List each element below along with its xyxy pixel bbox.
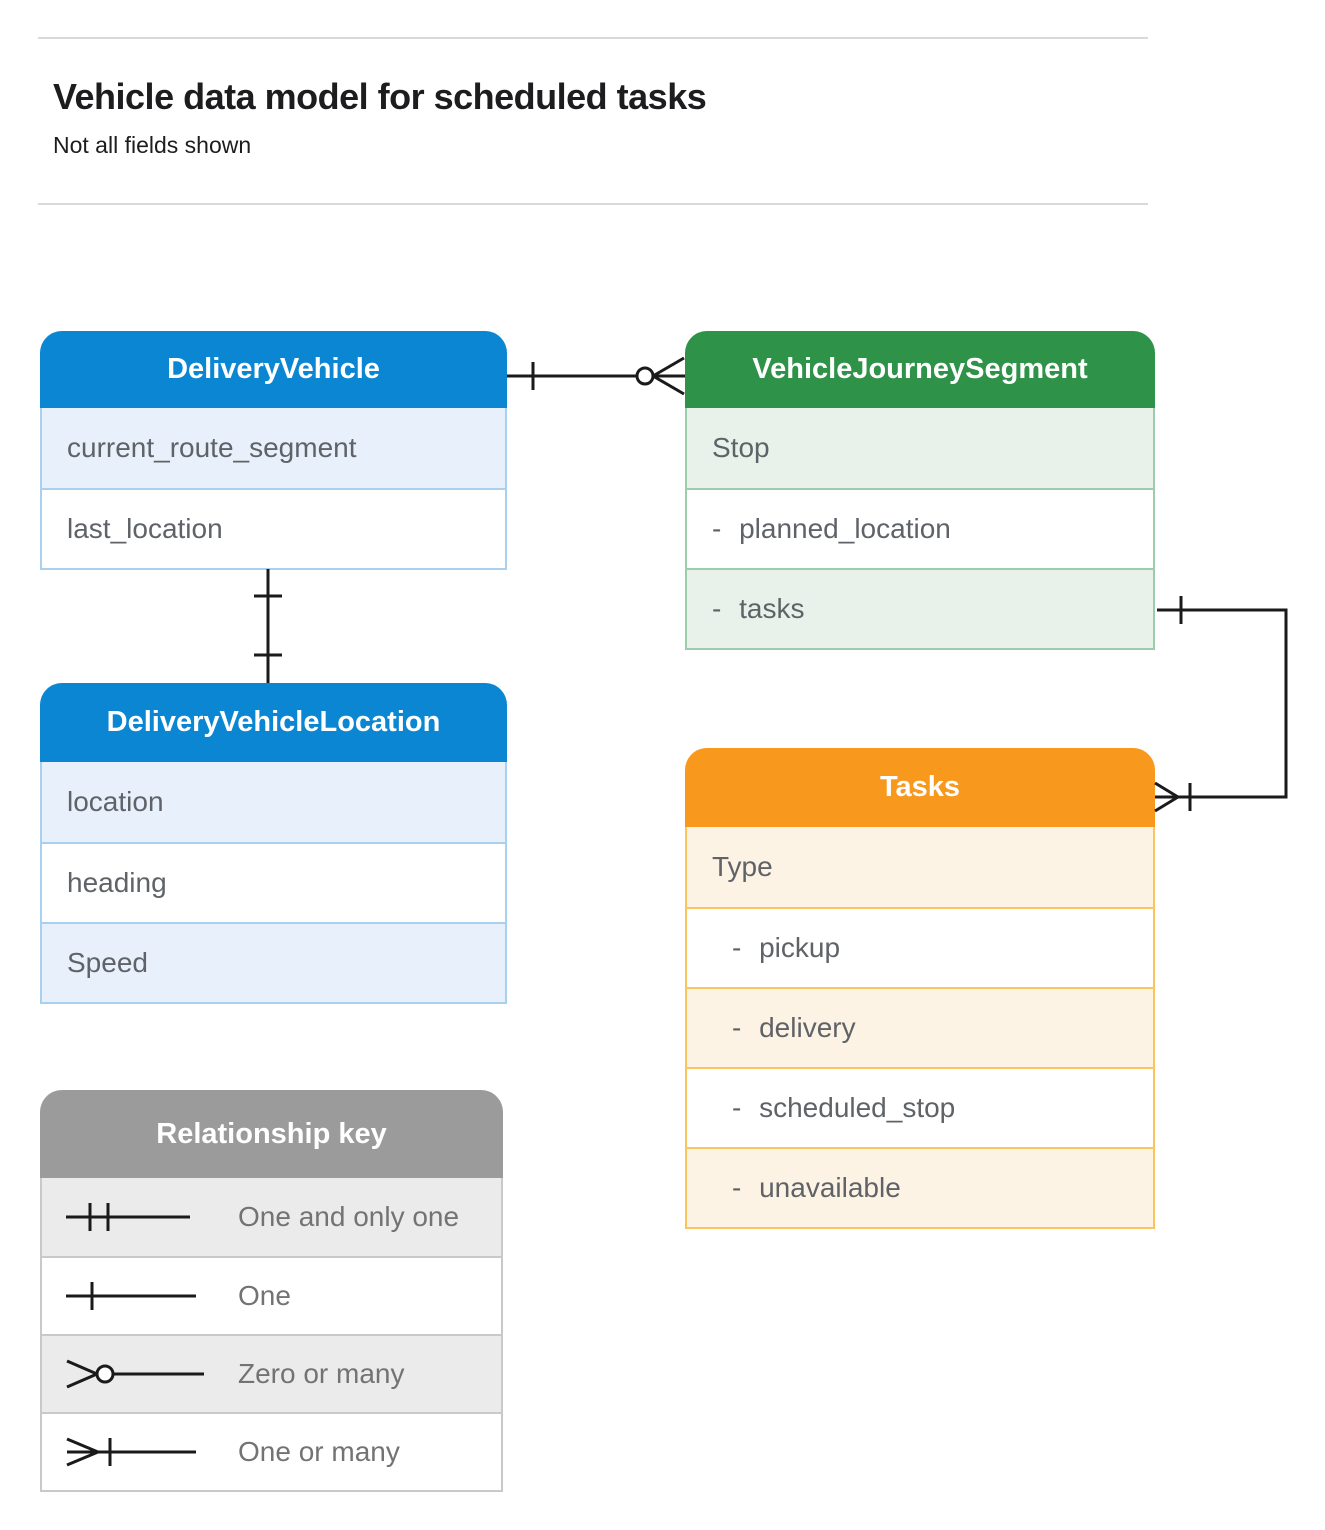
key-row-one-and-only-one: One and only one <box>42 1178 501 1256</box>
key-row-one: One <box>42 1256 501 1334</box>
field-last-location: last_location <box>42 488 505 568</box>
one-and-only-one-icon <box>66 1203 190 1231</box>
one-icon <box>66 1282 196 1310</box>
field-location: location <box>42 762 505 842</box>
page-subtitle: Not all fields shown <box>53 132 252 158</box>
entity-delivery-vehicle-location-body: location heading Speed <box>40 762 507 1004</box>
one-or-many-icon <box>66 1437 196 1467</box>
field-pickup: - pickup <box>687 907 1153 987</box>
entity-delivery-vehicle-location: DeliveryVehicleLocation location heading… <box>40 683 507 1004</box>
relationship-key-header: Relationship key <box>40 1090 503 1178</box>
entity-vehicle-journey-segment-body: Stop - planned_location - tasks <box>685 408 1155 650</box>
key-label: One and only one <box>238 1201 460 1232</box>
entity-delivery-vehicle: DeliveryVehicle current_route_segment la… <box>40 331 507 570</box>
field-tasks: - tasks <box>687 568 1153 648</box>
field-unavailable: - unavailable <box>687 1147 1153 1227</box>
connector-deliveryvehicle-vehiclejourneysegment <box>507 358 685 394</box>
connector-deliveryvehicle-deliveryvehiclelocation <box>254 569 282 683</box>
field-planned-location: - planned_location <box>687 488 1153 568</box>
field-type: Type <box>687 827 1153 907</box>
connector-tasks <box>1155 596 1286 811</box>
entity-delivery-vehicle-header: DeliveryVehicle <box>40 331 507 408</box>
field-stop: Stop <box>687 408 1153 488</box>
relationship-key-body: One and only one One <box>40 1178 503 1492</box>
key-row-one-or-many: One or many <box>42 1412 501 1490</box>
page-title: Vehicle data model for scheduled tasks <box>53 76 707 117</box>
key-label: One <box>238 1280 291 1311</box>
entity-tasks: Tasks Type - pickup - delivery - schedul… <box>685 748 1155 1229</box>
zero-or-many-icon <box>66 1359 204 1389</box>
key-row-zero-or-many: Zero or many <box>42 1334 501 1412</box>
key-label: One or many <box>238 1436 400 1467</box>
entity-vehicle-journey-segment-header: VehicleJourneySegment <box>685 331 1155 408</box>
field-speed: Speed <box>42 922 505 1002</box>
relationship-key: Relationship key One and only one <box>40 1090 503 1492</box>
entity-delivery-vehicle-body: current_route_segment last_location <box>40 408 507 570</box>
key-label: Zero or many <box>238 1358 405 1389</box>
entity-vehicle-journey-segment: VehicleJourneySegment Stop - planned_loc… <box>685 331 1155 650</box>
field-delivery: - delivery <box>687 987 1153 1067</box>
header-divider <box>38 203 1148 205</box>
field-scheduled-stop: - scheduled_stop <box>687 1067 1153 1147</box>
entity-delivery-vehicle-location-header: DeliveryVehicleLocation <box>40 683 507 762</box>
entity-tasks-body: Type - pickup - delivery - scheduled_sto… <box>685 827 1155 1229</box>
top-divider <box>38 37 1148 39</box>
field-heading: heading <box>42 842 505 922</box>
field-current-route-segment: current_route_segment <box>42 408 505 488</box>
entity-tasks-header: Tasks <box>685 748 1155 827</box>
